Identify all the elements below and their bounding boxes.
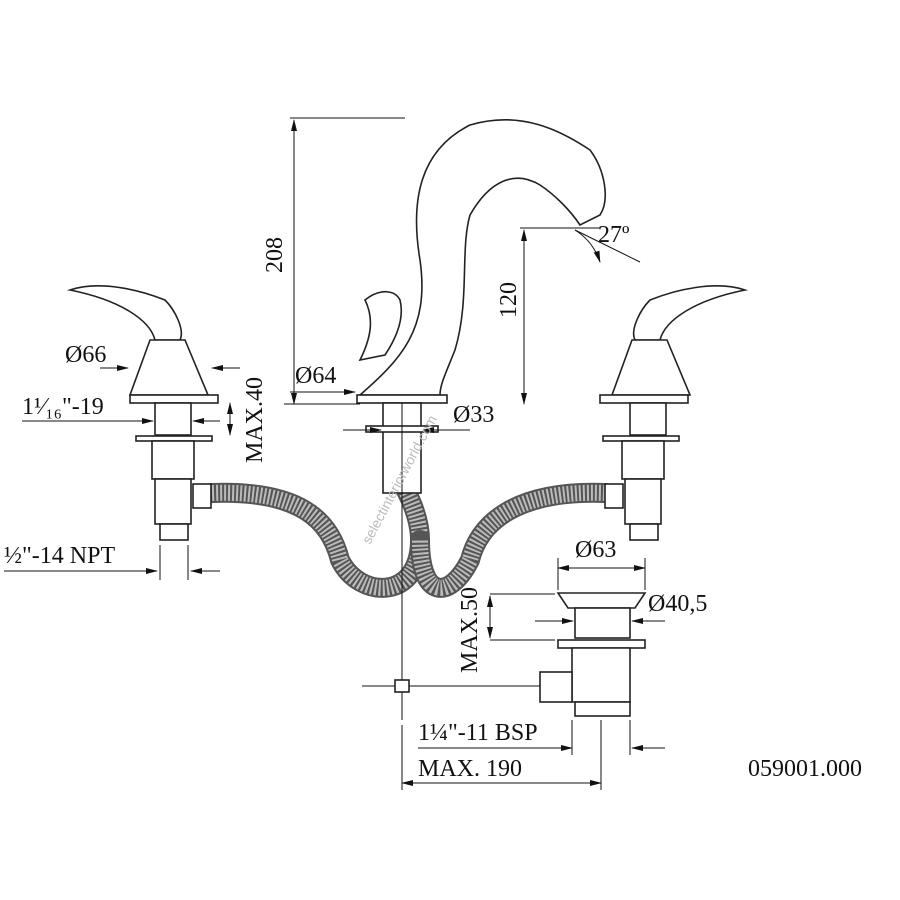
label-drain-max: MAX.50 — [457, 587, 483, 673]
label-inlet-thread: ½"-14 NPT — [4, 543, 115, 569]
hoses — [202, 460, 615, 598]
right-handle — [599, 285, 749, 541]
label-height-total: 208 — [262, 237, 288, 273]
label-spout-angle: 27º — [598, 222, 630, 248]
label-drain-thread: 1¼"-11 BSP — [418, 720, 538, 746]
dimension-lines — [4, 117, 665, 790]
label-drain-body-diameter: Ø40,5 — [648, 591, 707, 617]
label-spout-shank-diameter: Ø33 — [453, 402, 494, 428]
left-handle — [66, 285, 219, 541]
product-code: 059001.000 — [748, 756, 862, 782]
label-handle-max: MAX.40 — [242, 377, 268, 463]
label-handle-diameter: Ø66 — [65, 342, 106, 368]
label-spout-base-diameter: Ø64 — [295, 363, 336, 389]
label-spout-height: 120 — [496, 282, 522, 318]
pop-up-drain — [362, 592, 647, 717]
dragon-spout — [356, 118, 606, 720]
label-drain-flange-diameter: Ø63 — [575, 537, 616, 563]
label-drain-max-length: MAX. 190 — [418, 756, 522, 782]
label-handle-thread: 1¹⁄₁₆"-19 — [22, 394, 104, 420]
